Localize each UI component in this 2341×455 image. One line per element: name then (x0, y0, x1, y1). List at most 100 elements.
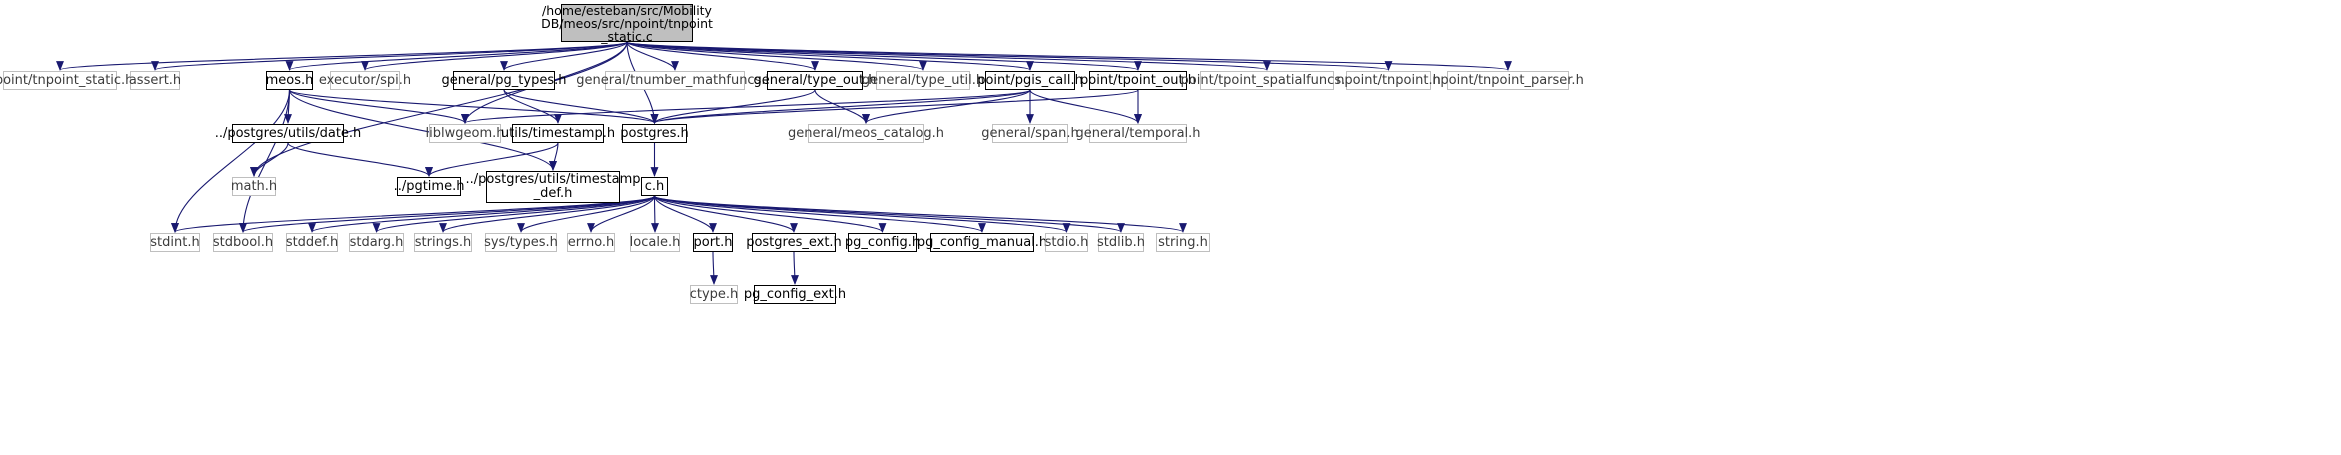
node-label: general/tnumber_mathfuncs.h (576, 73, 774, 88)
node-label: stdbool.h (212, 235, 274, 250)
node-label: pg_config_ext.h (743, 287, 847, 302)
edge-root-to-npoint_tnpoint_parser_h (626, 41, 1512, 71)
node-point-pgis-call-h[interactable]: point/pgis_call.h (977, 71, 1083, 90)
edge-c_h-to-string_h (653, 195, 1187, 233)
node-general-pg-types-h[interactable]: general/pg_types.h (442, 71, 567, 90)
node-postgres-utils-timestamp-def-h[interactable]: ../postgres/utils/timestamp _def.h (465, 171, 641, 203)
node-stddef-h: stddef.h (286, 233, 338, 252)
node-port-h[interactable]: port.h (693, 233, 733, 252)
node-strings-h: strings.h (414, 233, 472, 252)
edge-meos_h-to-stdbool_h (239, 89, 291, 233)
edge-c_h-to-strings_h (439, 195, 656, 233)
edge-root-to-assert_h (151, 41, 628, 71)
root-file-label: /home/esteban/src/Mobility DB/meos/src/n… (541, 2, 713, 44)
node-meos-h[interactable]: meos.h (266, 71, 313, 90)
node-label: point/pgis_call.h (977, 73, 1083, 88)
node-c-h[interactable]: c.h (641, 177, 668, 196)
node-postgres-utils-date-h[interactable]: ../postgres/utils/date.h (215, 124, 361, 143)
node-pg-config-h[interactable]: pg_config.h (844, 233, 921, 252)
node-postgres-ext-h[interactable]: postgres_ext.h (746, 233, 842, 252)
node-label: utils/timestamp.h (500, 126, 616, 141)
node-pg-config-manual-h[interactable]: pg_config_manual.h (917, 233, 1047, 252)
node-sys-types-h: sys/types.h (484, 233, 558, 252)
edge-root-to-math_h (250, 41, 628, 177)
node-label: general/type_util.h (861, 73, 985, 88)
node-label: meos.h (265, 73, 314, 88)
node-label: ../pgtime.h (393, 179, 465, 194)
node-point-tpoint-spatialfuncs-h: point/tpoint_spatialfuncs.h (1181, 71, 1353, 90)
edge-point_pgis_call_h-to-general_temporal_h (1029, 89, 1142, 124)
node-label: liblwgeom.h (425, 126, 505, 141)
node-postgres-h[interactable]: postgres.h (620, 124, 689, 143)
edge-c_h-to-port_h (653, 195, 717, 233)
node-label: ../postgres/utils/timestamp _def.h (465, 172, 641, 201)
edge-point_pgis_call_h-to-general_meos_catalog_h (862, 89, 1031, 124)
edge-meos_h-to-liblwgeom_h (288, 89, 469, 124)
node-label: c.h (644, 179, 665, 194)
edge-utils_timestamp_h-to-timestamp_def_h (549, 142, 559, 171)
edge-port_h-to-ctype_h (710, 251, 718, 285)
edge-root-to-point_pgis_call_h (626, 41, 1034, 71)
node-general-tnumber-mathfuncs-h: general/tnumber_mathfuncs.h (576, 71, 774, 90)
node-label: general/type_out.h (753, 73, 877, 88)
node-label: stdarg.h (349, 235, 404, 250)
edge-c_h-to-stdbool_h (239, 195, 656, 233)
node-label: sys/types.h (484, 235, 558, 250)
edge-root-to-general_type_out_h (626, 41, 819, 71)
node-general-temporal-h: general/temporal.h (1075, 124, 1201, 143)
node-label: pg_config.h (844, 235, 921, 250)
edge-c_h-to-stddef_h (308, 195, 656, 233)
node-liblwgeom-h: liblwgeom.h (426, 124, 504, 143)
edge-c_h-to-errno_h (587, 195, 656, 233)
node-label: executor/spi.h (318, 73, 412, 88)
node-label: math.h (230, 179, 278, 194)
node-stdlib-h: stdlib.h (1097, 233, 1145, 252)
edge-root-to-npoint_tnpoint_static_h (56, 41, 628, 71)
node-stdbool-h: stdbool.h (213, 233, 273, 252)
node-label: stddef.h (285, 235, 339, 250)
edge-utils_timestamp_h-to-pgtime_h (425, 142, 559, 177)
node-string-h: string.h (1156, 233, 1210, 252)
node-label: point/tpoint_out.h (1080, 73, 1196, 88)
node-npoint-tnpoint-static-h: npoint/tnpoint_static.h (0, 71, 133, 90)
edge-c_h-to-pg_config_h (653, 195, 887, 233)
node-general-meos-catalog-h: general/meos_catalog.h (788, 124, 944, 143)
root-file-node: /home/esteban/src/Mobility DB/meos/src/n… (541, 4, 713, 43)
edge-c_h-to-sys_types_h (517, 195, 656, 233)
node-label: string.h (1158, 235, 1208, 250)
edge-root-to-point_tpoint_out_h (626, 41, 1142, 71)
node-locale-h: locale.h (630, 233, 680, 252)
node-label: npoint/tnpoint_parser.h (1432, 73, 1584, 88)
node-general-type-out-h[interactable]: general/type_out.h (754, 71, 877, 90)
node-label: port.h (693, 235, 733, 250)
node-point-tpoint-out-h[interactable]: point/tpoint_out.h (1080, 71, 1196, 90)
edge-point_pgis_call_h-to-liblwgeom_h (461, 89, 1031, 124)
node-label: point/tpoint_spatialfuncs.h (1180, 73, 1354, 88)
edge-root-to-general_tnumber_mathfuncs_h (626, 41, 679, 71)
node-pg-config-ext-h[interactable]: pg_config_ext.h (744, 285, 846, 304)
node-stdint-h: stdint.h (150, 233, 200, 252)
edge-root-to-general_pg_types_h (500, 41, 628, 71)
edge-root-to-executor_spi_h (361, 41, 628, 71)
node-npoint-tnpoint-h: npoint/tnpoint.h (1336, 71, 1441, 90)
node-utils-timestamp-h[interactable]: utils/timestamp.h (501, 124, 615, 143)
node-label: errno.h (567, 235, 615, 250)
node-label: ctype.h (689, 287, 739, 302)
edge-meos_h-to-stdint_h (171, 89, 291, 233)
edge-postgres_utils_date_h-to-pgtime_h (287, 142, 433, 177)
node-label: stdint.h (150, 235, 200, 250)
node-stdarg-h: stdarg.h (349, 233, 404, 252)
node-label: general/span.h (981, 126, 1079, 141)
node-stdio-h: stdio.h (1045, 233, 1088, 252)
node-math-h: math.h (230, 177, 278, 196)
node-label: npoint/tnpoint.h (1336, 73, 1441, 88)
edge-meos_h-to-postgres_h (288, 89, 659, 124)
node-pgtime-h[interactable]: ../pgtime.h (394, 177, 464, 196)
node-label: locale.h (629, 235, 681, 250)
edge-root-to-general_type_util_h (626, 41, 927, 71)
node-label: general/meos_catalog.h (787, 126, 945, 141)
node-label: npoint/tnpoint_static.h (0, 73, 134, 88)
edge-root-to-meos_h (285, 41, 628, 71)
edge-root-to-point_tpoint_spatialfuncs_h (626, 41, 1271, 71)
